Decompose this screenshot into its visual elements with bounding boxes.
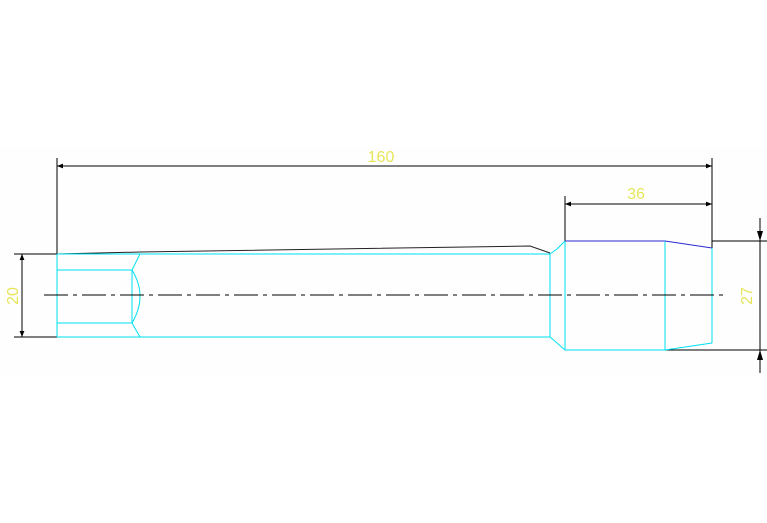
neck-top [549, 248, 558, 255]
dimension-head-diameter: 27 [665, 218, 767, 373]
arrow-27-bottom [757, 350, 763, 360]
head-chamfer-top [664, 240, 713, 249]
neck-bottom [549, 336, 558, 344]
arrow-27-top [757, 231, 763, 241]
dimension-text-160: 160 [368, 149, 395, 166]
dimension-head-length: 36 [564, 186, 712, 242]
dimension-text-36: 36 [627, 186, 645, 203]
bore-drill-point [131, 269, 141, 324]
part-outline [56, 240, 713, 351]
shank-top-taper-edge [56, 245, 551, 255]
neck-chamfer-top [556, 240, 566, 250]
bore-chamfer-bottom [131, 322, 141, 338]
dimension-text-27: 27 [739, 287, 756, 305]
head-chamfer-bottom [664, 342, 713, 351]
bore-chamfer-top [131, 253, 141, 271]
dimension-shank-diameter: 20 [5, 253, 140, 338]
neck-chamfer-bottom [556, 342, 566, 351]
dimension-text-20: 20 [5, 287, 22, 305]
